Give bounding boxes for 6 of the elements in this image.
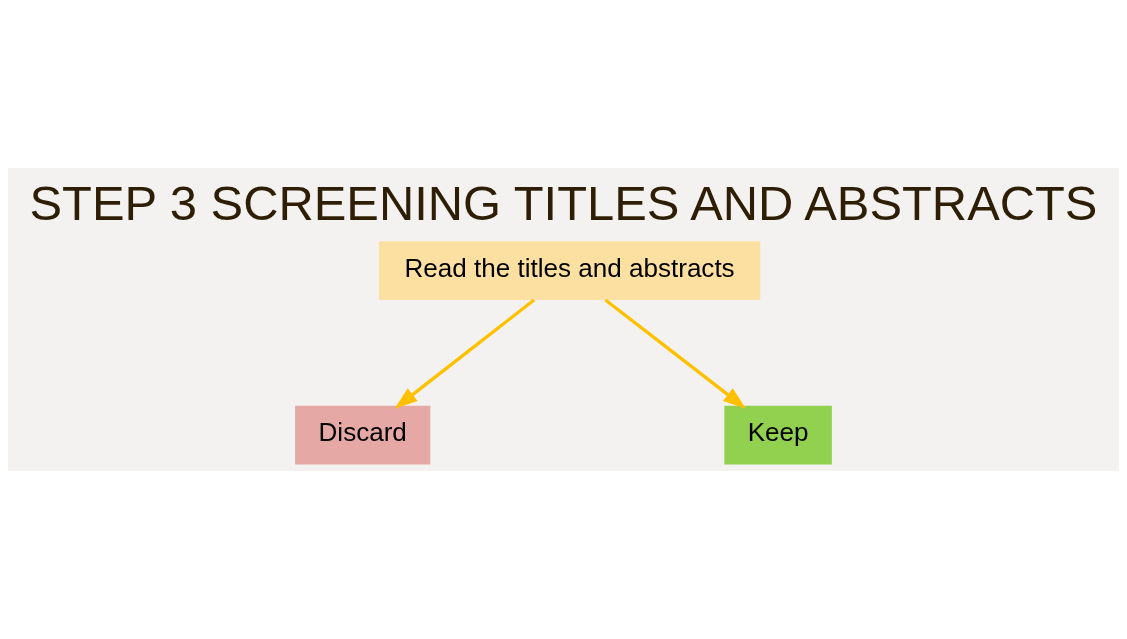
node-box: Keep xyxy=(724,405,832,465)
arrow xyxy=(394,298,536,409)
node-box: Discard xyxy=(295,405,431,465)
arrow xyxy=(604,298,746,409)
diagram-title: STEP 3 SCREENING TITLES AND ABSTRACTS xyxy=(29,176,1098,231)
node-box: Read the titles and abstracts xyxy=(379,241,761,300)
